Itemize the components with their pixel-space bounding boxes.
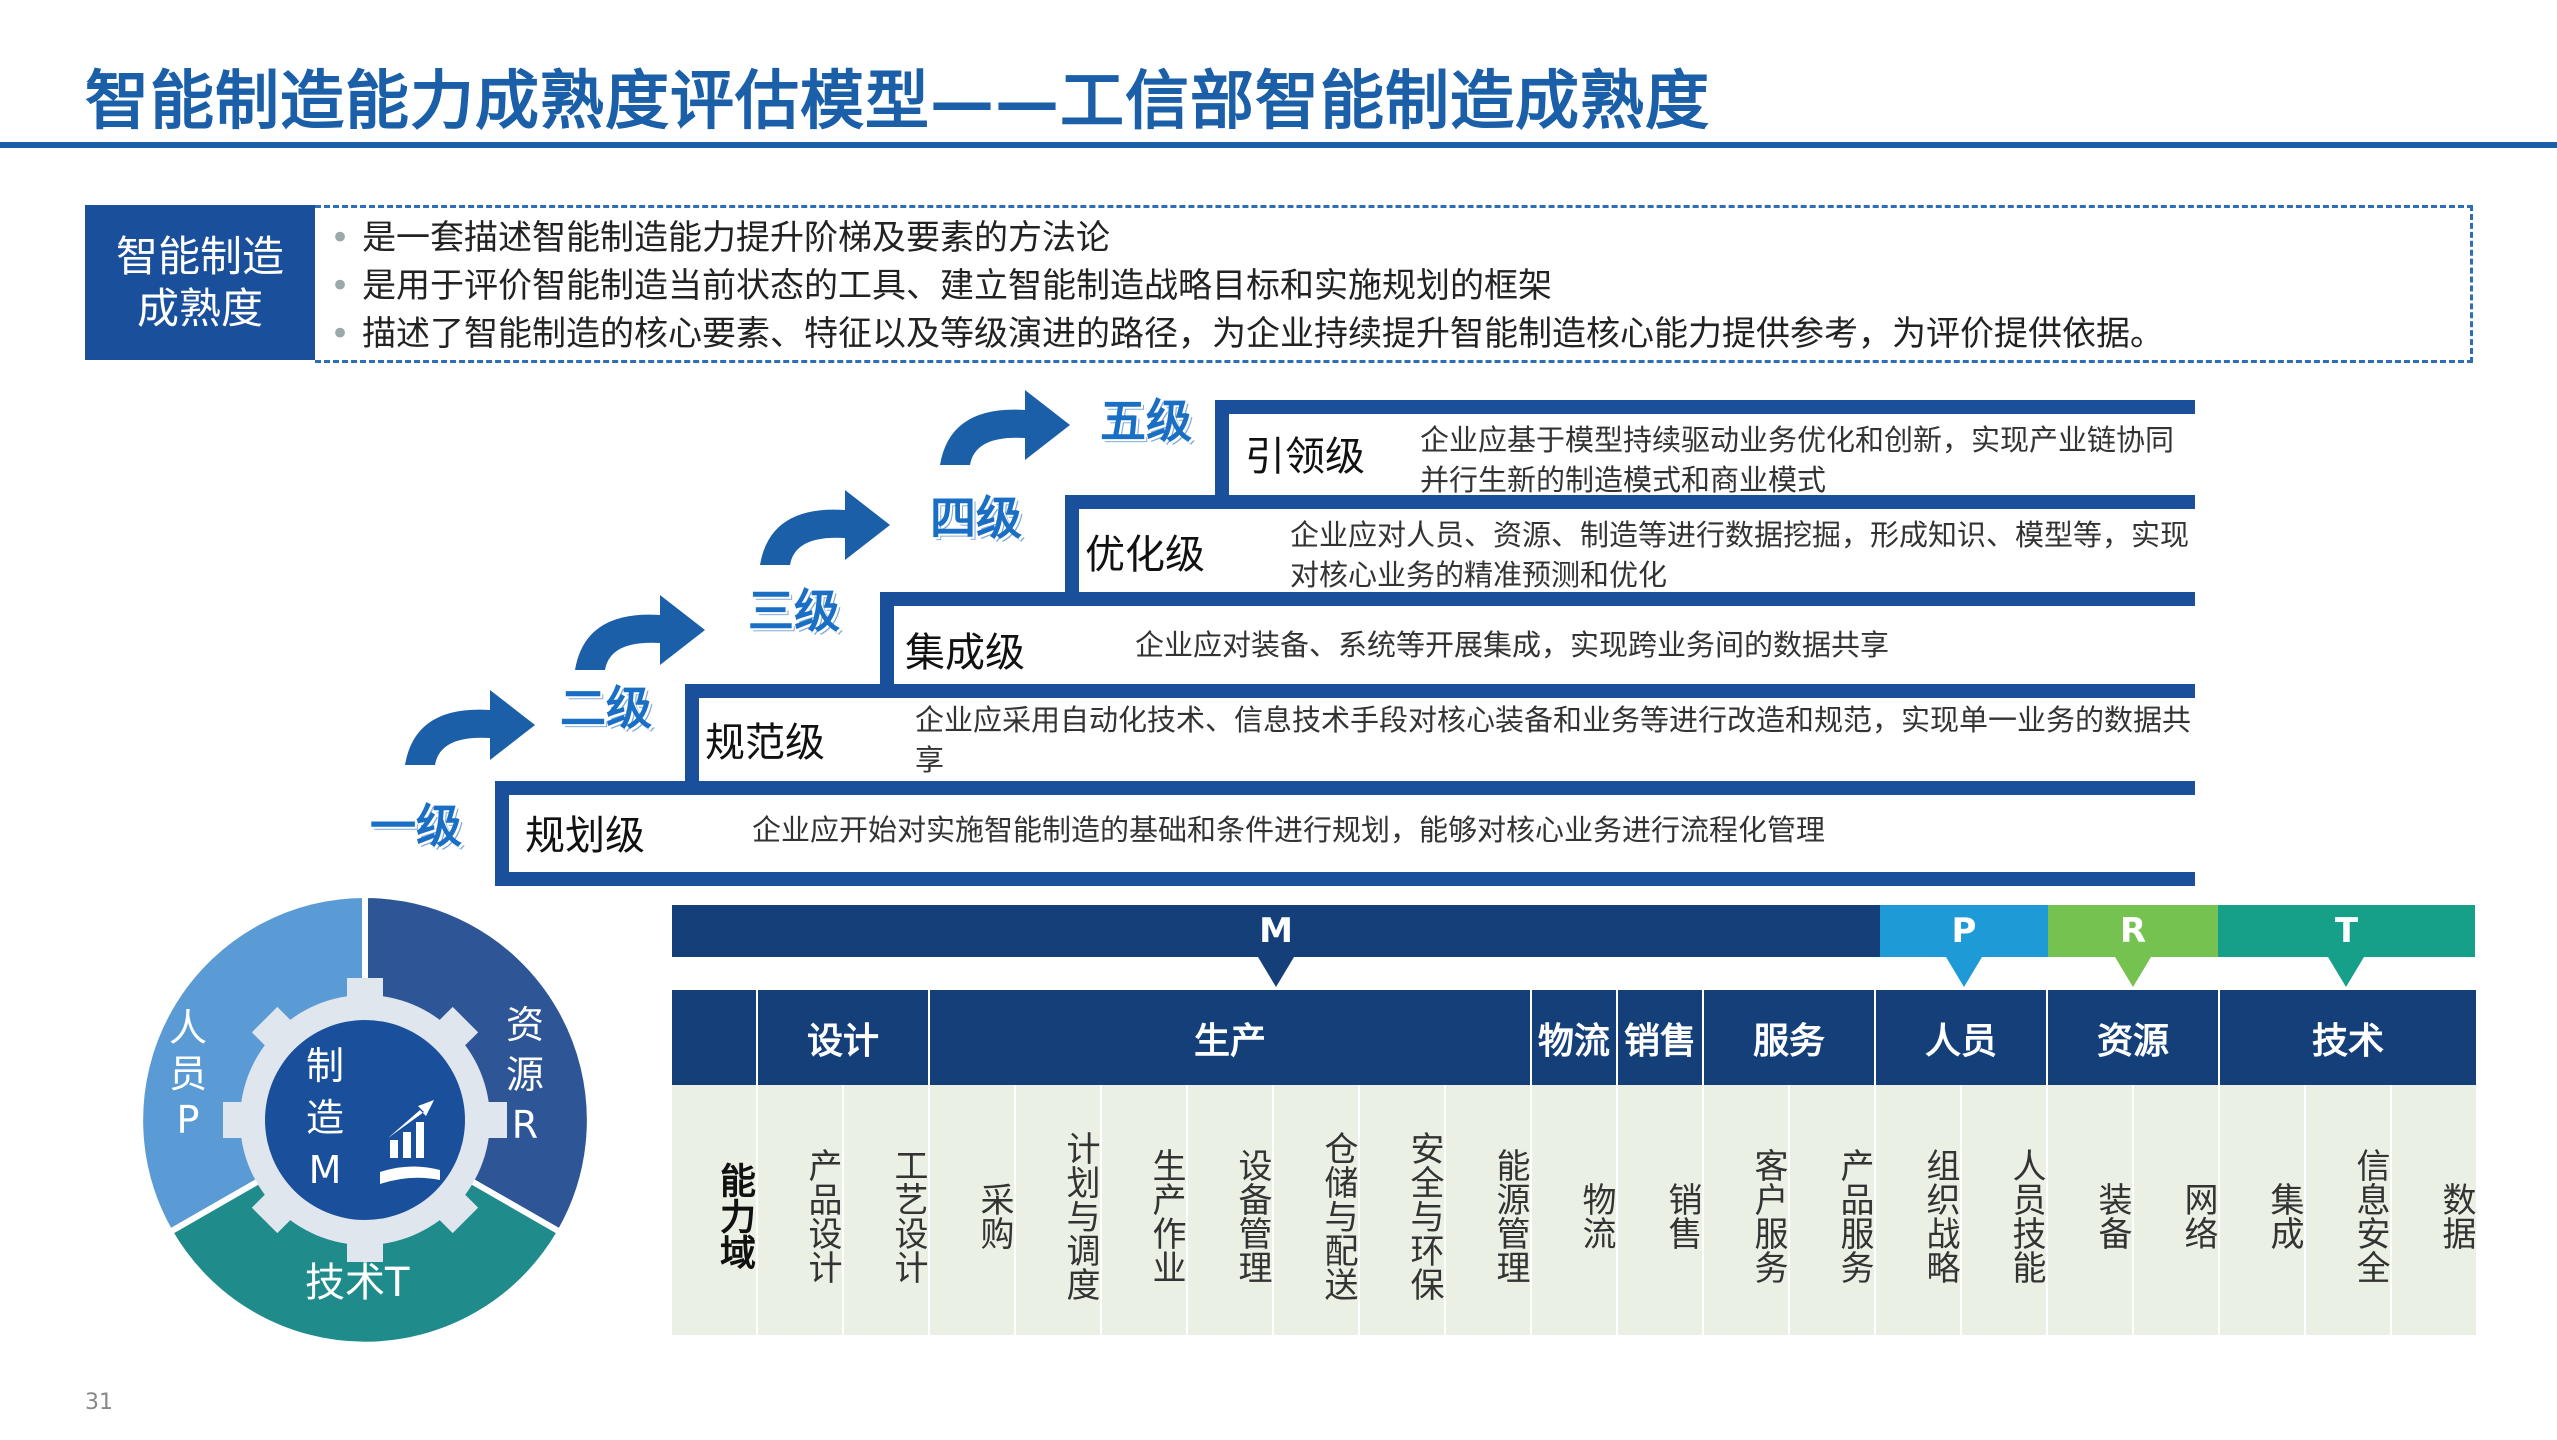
step-post (1065, 495, 1079, 592)
step-bar (1215, 400, 2195, 414)
curved-arrow-icon (760, 490, 890, 565)
group-header: 资源 (2048, 990, 2220, 1085)
definition-label-line2: 成熟度 (136, 283, 263, 333)
page-number: 31 (85, 1390, 113, 1415)
level-desc: 企业应对装备、系统等开展集成，实现跨业务间的数据共享 (1135, 628, 1890, 662)
band-r: R (2048, 905, 2218, 957)
center-label-char: M (308, 1148, 342, 1192)
group-header: 设计 (758, 990, 930, 1085)
domain-item: 客户服务 (1704, 1085, 1790, 1335)
gear-teeth (223, 978, 507, 1262)
domain-item: 组织战略 (1876, 1085, 1962, 1335)
band-t: T (2218, 905, 2475, 957)
definition-bullet-text: 是用于评价智能制造当前状态的工具、建立智能制造战略目标和实施规划的框架 (362, 266, 1553, 306)
domain-item: 生产作业 (1102, 1085, 1188, 1335)
domain-item: 能源管理 (1446, 1085, 1532, 1335)
header-corner (672, 990, 758, 1085)
step-bar (495, 872, 2195, 886)
curved-arrow-icon (405, 690, 535, 765)
domain-item: 销售 (1618, 1085, 1704, 1335)
domain-item: 安全与环保 (1360, 1085, 1446, 1335)
group-header: 服务 (1704, 990, 1876, 1085)
resource-label-char: 资 (505, 1003, 544, 1047)
domain-item: 设备管理 (1188, 1085, 1274, 1335)
people-label-char: 人 (168, 1006, 207, 1050)
band-m: M (672, 905, 1880, 957)
center-label-char: 造 (305, 1096, 344, 1140)
definition-bullet-text: 是一套描述智能制造能力提升阶梯及要素的方法论 (362, 218, 1111, 258)
domain-item: 装备 (2048, 1085, 2134, 1335)
domain-item: 产品设计 (758, 1085, 844, 1335)
hand-chart-icon (380, 1100, 440, 1184)
level-name: 引领级 (1245, 434, 1365, 480)
curved-arrow-icon (575, 595, 705, 670)
people-label-char: P (176, 1098, 200, 1142)
grade-label: 一级 (370, 799, 462, 853)
step-bar (880, 592, 2195, 606)
domain-item: 物流 (1532, 1085, 1618, 1335)
people-label: 人 员 P (168, 1005, 208, 1143)
grade-label: 三级 (748, 584, 840, 638)
down-arrow-icon (2115, 957, 2151, 987)
level-desc: 企业应采用自动化技术、信息技术手段对核心装备和业务等进行改造和规范，实现单一业务… (915, 703, 2192, 777)
grade-label: 二级 (560, 681, 652, 735)
step-post (880, 592, 894, 684)
step-post (495, 781, 509, 881)
group-header: 物流 (1532, 990, 1618, 1085)
center-circle (265, 1020, 465, 1220)
center-label: 制 造 M (300, 1040, 350, 1196)
group-header: 销售 (1618, 990, 1704, 1085)
curved-arrow-icon (940, 390, 1070, 465)
definition-label-line1: 智能制造 (115, 231, 284, 281)
definition-bullet: •是用于评价智能制造当前状态的工具、建立智能制造战略目标和实施规划的框架 (330, 266, 1553, 306)
step-bar (495, 781, 2195, 795)
resource-label: 资 源 R (505, 1000, 545, 1150)
down-arrow-icon (1946, 957, 1982, 987)
down-arrow-icon (1258, 957, 1294, 987)
level-name: 规划级 (525, 813, 645, 859)
group-header: 生产 (930, 990, 1532, 1085)
domain-item: 工艺设计 (844, 1085, 930, 1335)
group-header: 技术 (2220, 990, 2478, 1085)
step-bar (1065, 495, 2195, 509)
down-arrow-icon (2328, 957, 2364, 987)
domain-item: 人员技能 (1962, 1085, 2048, 1335)
grade-label: 四级 (930, 491, 1022, 545)
domain-item: 采购 (930, 1085, 1016, 1335)
domain-item: 网络 (2134, 1085, 2220, 1335)
center-label-char: 制 (305, 1044, 344, 1088)
page-title: 智能制造能力成熟度评估模型——工信部智能制造成熟度 (85, 64, 1710, 139)
title-divider (0, 142, 2557, 148)
step-bar (685, 684, 2195, 698)
band-p: P (1880, 905, 2048, 957)
resource-label-char: R (511, 1103, 539, 1147)
level-name: 优化级 (1085, 532, 1205, 578)
level-desc: 企业应基于模型持续驱动业务优化和创新，实现产业链协同并行生新的制造模式和商业模式 (1420, 423, 2175, 497)
definition-label: 智能制造成熟度 (85, 205, 315, 360)
grade-label: 五级 (1100, 394, 1192, 448)
mprt-wheel (137, 891, 593, 1345)
domain-item: 集成 (2220, 1085, 2306, 1335)
definition-bullet: •是一套描述智能制造能力提升阶梯及要素的方法论 (330, 218, 1111, 258)
resource-label-char: 源 (505, 1053, 544, 1097)
level-name: 规范级 (705, 720, 825, 766)
level-desc: 企业应对人员、资源、制造等进行数据挖掘，形成知识、模型等，实现对核心业务的精准预… (1290, 518, 2190, 592)
definition-bullet-text: 描述了智能制造的核心要素、特征以及等级演进的路径，为企业持续提升智能制造核心能力… (362, 314, 2165, 354)
domain-item: 产品服务 (1790, 1085, 1876, 1335)
tech-label: 技术T (305, 1260, 410, 1306)
domain-item: 信息安全 (2306, 1085, 2392, 1335)
domain-item: 计划与调度 (1016, 1085, 1102, 1335)
definition-bullet: •描述了智能制造的核心要素、特征以及等级演进的路径，为企业持续提升智能制造核心能… (330, 314, 2165, 354)
level-name: 集成级 (905, 630, 1025, 676)
people-label-char: 员 (168, 1052, 207, 1096)
capability-domain-label: 能力域 (672, 1085, 758, 1335)
domain-item: 数据 (2392, 1085, 2478, 1335)
group-header: 人员 (1876, 990, 2048, 1085)
definition-box (315, 205, 2473, 363)
step-post (1215, 400, 1229, 495)
domain-item: 仓储与配送 (1274, 1085, 1360, 1335)
step-post (685, 684, 699, 781)
level-desc: 企业应开始对实施智能制造的基础和条件进行规划，能够对核心业务进行流程化管理 (752, 813, 1826, 847)
